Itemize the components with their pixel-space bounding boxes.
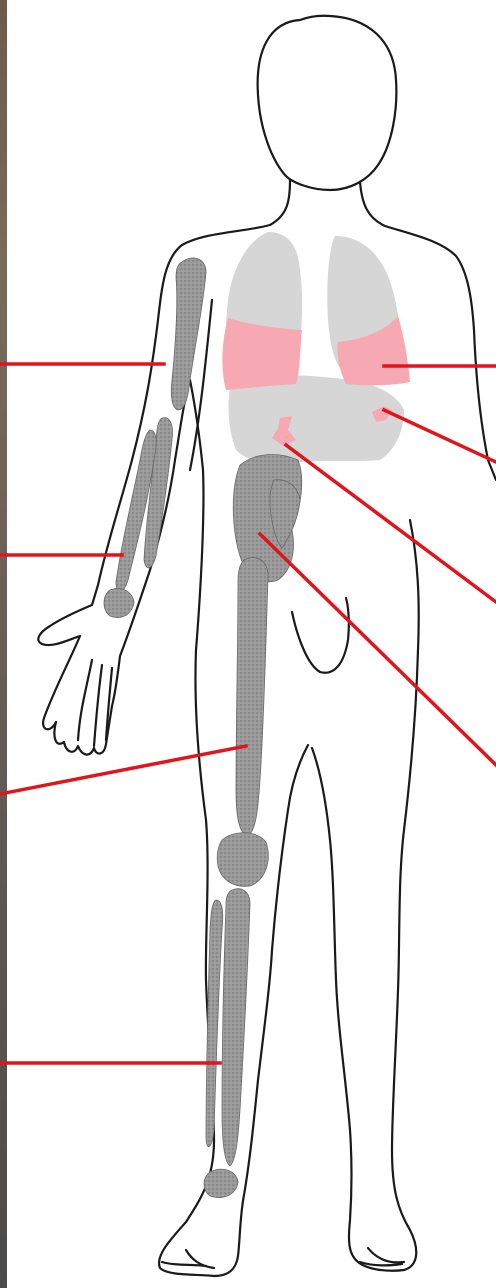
knee-joint [217,833,268,887]
left-foot-toes [162,1250,214,1268]
groin-outline [292,598,349,673]
humerus-bone [171,258,206,410]
ankle-bones [204,1169,238,1197]
right-leg-outline [312,520,419,1271]
fibula-bone [206,900,223,1147]
leader-line-femur [0,746,246,794]
leader-line-stomach [384,410,496,462]
wrist-bones [104,589,134,618]
right-foot-toes [360,1248,404,1265]
left-hand-fingers [78,660,112,746]
body-outline [38,16,496,1276]
head-outline [258,16,397,190]
femur-bone [236,558,268,836]
leader-line-pelvis [260,534,496,765]
leader-line-liver [286,445,496,602]
tibia-bone [222,889,250,1166]
